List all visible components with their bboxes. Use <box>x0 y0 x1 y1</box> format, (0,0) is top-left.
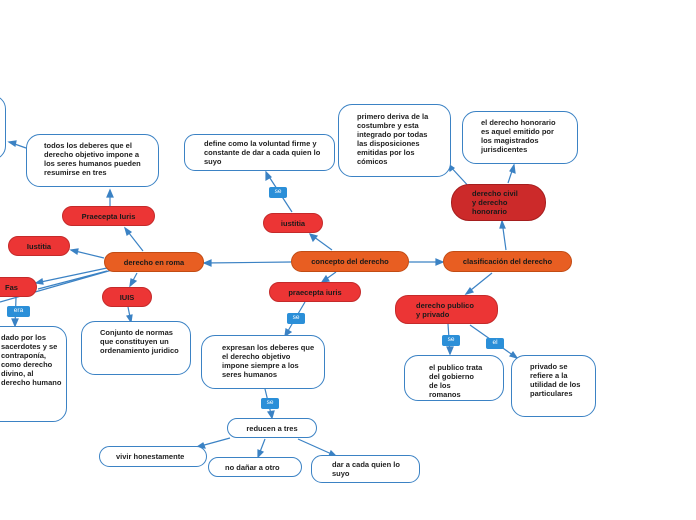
derecho-publico-privado-node[interactable]: derecho publico y privado <box>395 295 498 324</box>
connector <box>203 261 292 264</box>
derecho-en-roma-node[interactable]: derecho en roma <box>104 252 204 272</box>
el-publico-node[interactable]: el publico trata del gobierno de los rom… <box>404 355 504 401</box>
praecepta-iuris-left-node[interactable]: Praecepta Iuris <box>62 206 155 226</box>
connector-arrow <box>508 350 519 360</box>
connector-arrow <box>320 274 330 283</box>
primero-deriva-node[interactable]: primero deriva de la costumbre y esta in… <box>338 104 451 177</box>
connector-arrow <box>308 233 319 243</box>
connector-arrow <box>435 258 445 266</box>
todos-los-deberes-node[interactable]: todos los deberes que el derecho objetiv… <box>26 134 159 187</box>
praecepta-iuris-center-node[interactable]: praecepta iuris <box>269 282 361 302</box>
connector-arrow <box>464 286 475 296</box>
connector-arrow <box>7 140 17 147</box>
se-tag: se <box>269 187 287 198</box>
connector-arrow <box>265 170 272 182</box>
connector-arrow <box>257 449 265 459</box>
vivir-node[interactable]: vivir honestamente <box>99 446 207 467</box>
define-node[interactable]: define como la voluntad firme y constant… <box>184 134 335 171</box>
connector-arrow <box>446 346 454 356</box>
no-danar-node[interactable]: no dañar a otro <box>208 457 302 477</box>
fas-node[interactable]: Fas <box>0 277 37 297</box>
el-tag: el <box>486 338 504 349</box>
conjunto-de-normas-node[interactable]: Conjunto de normas que constituyen un or… <box>81 321 191 375</box>
connector-arrow <box>499 219 506 229</box>
offscreen-left-node[interactable] <box>0 95 6 160</box>
connector-arrow <box>123 226 133 237</box>
reducen-node[interactable]: reducen a tres <box>227 418 317 438</box>
connector <box>37 270 108 290</box>
connector-arrow <box>69 248 79 255</box>
era-tag: era <box>7 306 30 317</box>
connector-arrow <box>266 410 275 420</box>
connector-arrow <box>34 278 44 285</box>
se-tag: se <box>287 313 305 324</box>
se-tag: se <box>261 398 279 409</box>
connector-arrow <box>509 163 516 174</box>
expresan-node[interactable]: expresan los deberes que el derecho obje… <box>201 335 325 389</box>
connector-arrow <box>11 318 19 328</box>
iustitia-center-node[interactable]: iustitia <box>263 213 323 233</box>
connector <box>35 267 108 284</box>
ius-node[interactable]: IUIS <box>102 287 152 307</box>
connector-arrow <box>202 259 212 267</box>
se-tag: se <box>442 335 460 346</box>
connector-arrow <box>129 278 138 288</box>
dar-a-cada-node[interactable]: dar a cada quien lo suyo <box>311 455 420 483</box>
connector-arrow <box>126 314 133 324</box>
concepto-del-derecho-node[interactable]: concepto del derecho <box>291 251 409 272</box>
clasificacion-del-derecho-node[interactable]: clasificación del derecho <box>443 251 572 272</box>
privado-node[interactable]: privado se refiere a la utilidad de los … <box>511 355 596 417</box>
derecho-honorario-node[interactable]: el derecho honorario es aquel emitido po… <box>462 111 578 164</box>
connector-arrow <box>284 328 293 338</box>
iustitia-left-node[interactable]: Iustitia <box>8 236 70 256</box>
connector-arrow <box>106 188 114 198</box>
dado-por-sacerdotes-node[interactable]: dado por los sacerdotes y se contraponía… <box>0 326 67 422</box>
derecho-civil-node[interactable]: derecho civil y derecho honorario <box>451 184 546 221</box>
